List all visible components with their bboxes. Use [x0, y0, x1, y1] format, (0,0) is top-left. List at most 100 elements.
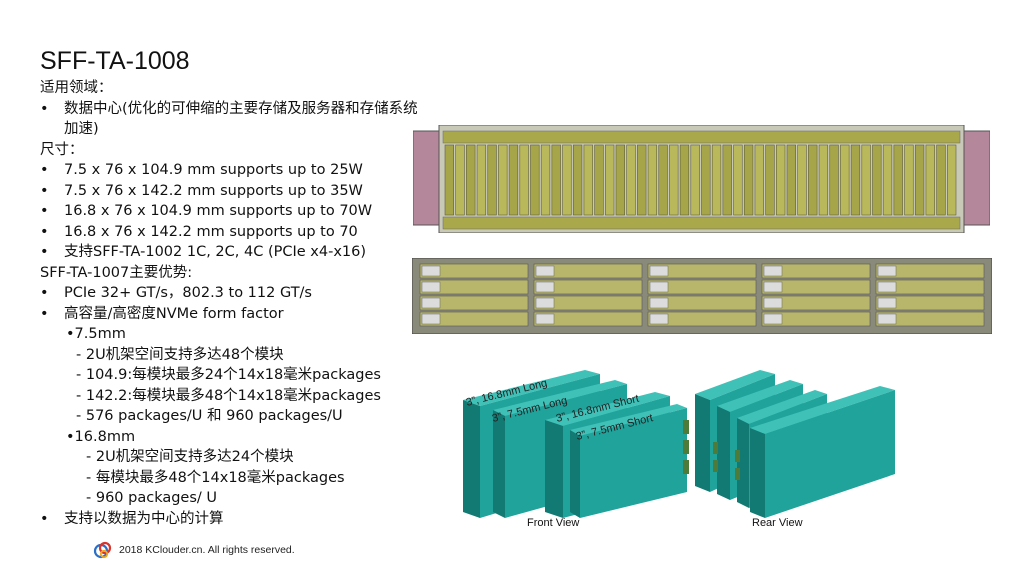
bullet-item: 7.5 x 76 x 142.2 mm supports up to 35W [40, 181, 420, 202]
bullet-item: 7.5 x 76 x 104.9 mm supports up to 25W [40, 160, 420, 181]
drive-bay [875, 311, 985, 327]
drive-bay [761, 279, 871, 295]
drive-slot [925, 144, 935, 216]
drive-slot [498, 144, 508, 216]
bay-latch [649, 265, 669, 277]
bullet-text-1: 数据中心(优化的可伸缩的主要存储及服务器和存储系统加速) [64, 100, 418, 138]
bay-latch [421, 313, 441, 325]
rear-view-modules [683, 370, 895, 518]
drive-slot [540, 144, 551, 216]
bay-latch [763, 281, 783, 293]
bullet-item: 16.8 x 76 x 142.2 mm supports up to 70 [40, 222, 420, 243]
drive-slot [914, 144, 925, 216]
drive-bay [647, 311, 757, 327]
sub-heading: •7.5mm [66, 326, 126, 342]
bullet-item: 支持以数据为中心的计算 [40, 509, 420, 530]
drive-slot [829, 144, 839, 216]
drive-slot [797, 144, 807, 216]
drive-slot [711, 144, 722, 216]
text-line: SFF-TA-1007主要优势: [40, 264, 193, 281]
drive-slot [626, 144, 636, 216]
bay-latch [649, 297, 669, 309]
drive-slot [904, 144, 914, 216]
drive-slot [786, 144, 796, 216]
drive-slot [519, 144, 529, 216]
drive-slot [679, 144, 690, 216]
drive-bay [761, 295, 871, 311]
drive-slot [872, 144, 882, 216]
drive-slot [701, 144, 711, 216]
drive-bay [875, 279, 985, 295]
drive-slot [476, 144, 487, 216]
drive-slot [947, 144, 957, 216]
bullet-item: PCIe 32+ GT/s，802.3 to 112 GT/s [40, 283, 420, 304]
drive-slot [690, 144, 700, 216]
bay-latch [763, 297, 783, 309]
bay-latch [535, 265, 555, 277]
bullet-item: 数据中心(优化的可伸缩的主要存储及服务器和存储系统加速) [40, 99, 420, 140]
bay-latch [535, 281, 555, 293]
drive-bay [419, 279, 529, 295]
drive-slot [487, 144, 497, 216]
drive-bay [419, 311, 529, 327]
drive-bay [647, 263, 757, 279]
bay-latch [421, 281, 441, 293]
bay-latch [877, 281, 897, 293]
drive-bay [761, 263, 871, 279]
text-line: 尺寸： [40, 141, 84, 158]
bullet-item: 高容量/高密度NVMe form factor [40, 304, 420, 325]
footer: 2018 KClouder.cn. All rights reserved. [93, 540, 295, 560]
drive-slot [562, 144, 572, 216]
sub-item: - 576 packages/U 和 960 packages/U [76, 408, 343, 424]
drive-slot [594, 144, 604, 216]
drive-slot [466, 144, 476, 216]
sub-item: - 960 packages/ U [86, 490, 218, 506]
drive-slot [530, 144, 540, 216]
drive-slot [765, 144, 775, 216]
bay-latch [421, 265, 441, 277]
drive-bay [419, 295, 529, 311]
footer-copyright: 2018 KClouder.cn. All rights reserved. [119, 544, 295, 556]
drive-slot [733, 144, 743, 216]
sub-item: - 每模块最多48个14x18毫米packages [86, 469, 345, 486]
sub-heading: •16.8mm [66, 428, 136, 445]
front-view-label: Front View [527, 517, 580, 529]
drive-bay [419, 263, 529, 279]
bay-latch [535, 313, 555, 325]
bay-latch [763, 313, 783, 325]
drive-slot [508, 144, 519, 216]
bay-latch [649, 281, 669, 293]
sub-item: - 104.9:每模块最多24个14x18毫米packages [76, 367, 381, 383]
bay-latch [421, 297, 441, 309]
text-line: 适用领域： [40, 80, 113, 96]
drive-slot [743, 144, 754, 216]
body-text: 适用领域： 数据中心(优化的可伸缩的主要存储及服务器和存储系统加速) 尺寸： 7… [40, 78, 420, 529]
bullet-item: 支持SFF-TA-1002 1C, 2C, 4C (PCIe x4-x16) [40, 242, 420, 263]
drive-bay [647, 295, 757, 311]
chassis-2u-figure [412, 258, 992, 334]
drive-slot [583, 144, 593, 216]
drive-slot [669, 144, 679, 216]
drive-slot [818, 144, 829, 216]
drive-slot [754, 144, 764, 216]
drive-slot [572, 144, 583, 216]
drive-bay [875, 263, 985, 279]
drive-slot [647, 144, 658, 216]
sub-item: - 2U机架空间支持多达48个模块 [76, 346, 284, 363]
drive-slot [850, 144, 861, 216]
drive-bay [533, 295, 643, 311]
bay-latch [649, 313, 669, 325]
bay-latch [763, 265, 783, 277]
drive-slot [722, 144, 732, 216]
sub-item: - 2U机架空间支持多达24个模块 [86, 449, 294, 465]
bay-latch [535, 297, 555, 309]
drive-slot [637, 144, 647, 216]
drive-slot [936, 144, 946, 216]
drive-slot [893, 144, 903, 216]
drive-bay [875, 295, 985, 311]
drive-bay [533, 311, 643, 327]
drive-slot [840, 144, 850, 216]
bullet-item: 16.8 x 76 x 104.9 mm supports up to 70W [40, 201, 420, 222]
drive-slot [776, 144, 786, 216]
bay-latch [877, 265, 897, 277]
